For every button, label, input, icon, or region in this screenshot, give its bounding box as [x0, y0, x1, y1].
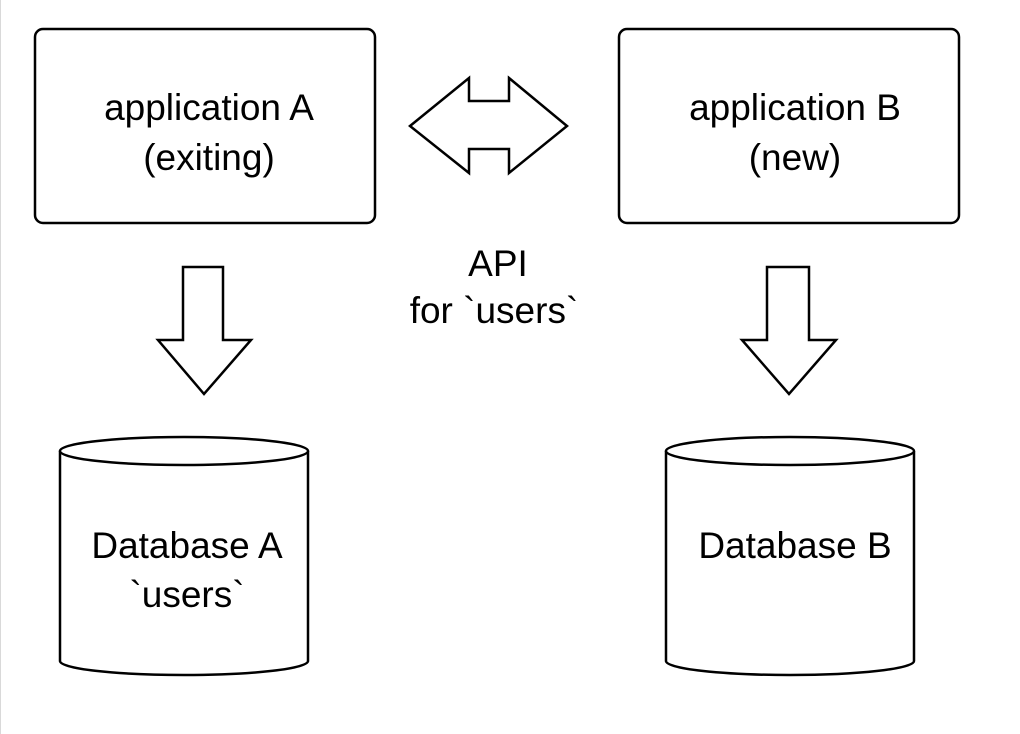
api-label-line1: API: [468, 243, 528, 284]
application-b-title: application B: [689, 87, 901, 128]
application-a-box: [33, 27, 377, 225]
database-a-top: [58, 435, 310, 467]
application-a-title: application A: [104, 87, 314, 128]
application-b-node: application B (new): [617, 27, 961, 225]
database-b-node: Database B: [664, 435, 916, 677]
down-arrow-a: [155, 265, 254, 396]
application-a-node: application A (exiting): [33, 27, 377, 225]
application-a-note: (exiting): [143, 137, 275, 178]
api-label: API for `users`: [410, 243, 579, 331]
api-label-line2: for `users`: [410, 290, 579, 331]
application-b-box: [617, 27, 961, 225]
database-a-body: [58, 451, 310, 677]
database-a-node: Database A `users`: [58, 435, 310, 677]
bidirectional-api-arrow: [408, 75, 569, 176]
down-arrow-b: [739, 265, 839, 396]
application-b-note: (new): [749, 137, 842, 178]
database-a-detail: `users`: [129, 574, 244, 615]
database-b-body: [664, 451, 916, 677]
database-b-top: [664, 435, 916, 467]
database-a-title: Database A: [91, 525, 283, 566]
database-b-title: Database B: [698, 525, 891, 566]
